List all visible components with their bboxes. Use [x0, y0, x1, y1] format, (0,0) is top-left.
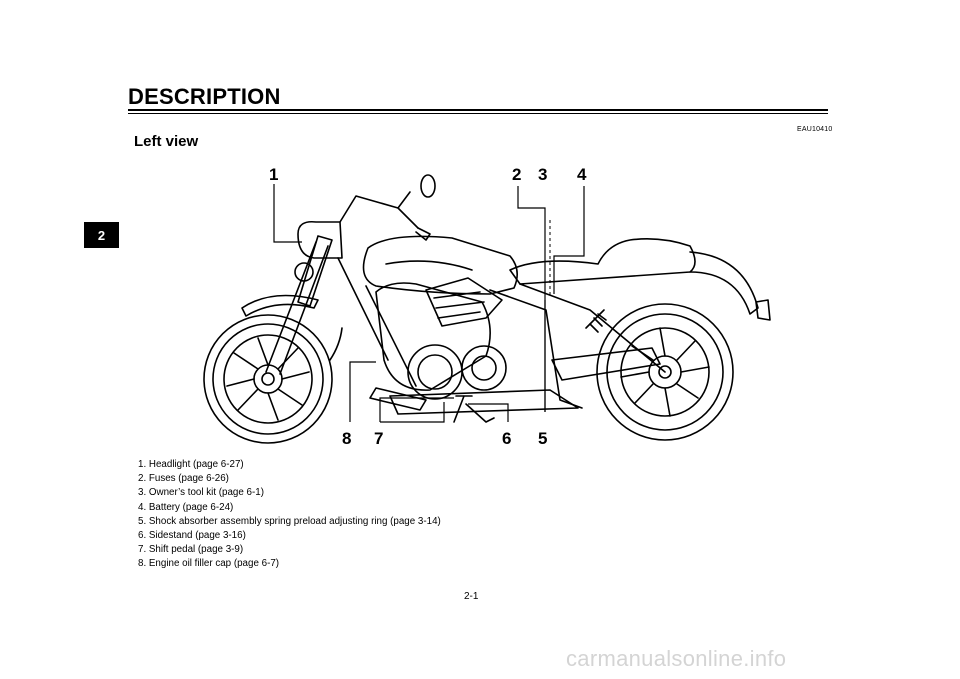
engine — [375, 277, 507, 400]
callout-6: 6 — [502, 429, 511, 448]
page-number: 2-1 — [464, 591, 479, 602]
legend-item-shock-absorber-ring: 5. Shock absorber assembly spring preloa… — [138, 515, 441, 527]
subtitle: Left view — [134, 133, 199, 150]
title-rule — [128, 109, 828, 111]
legend-item-shift-pedal: 7. Shift pedal (page 3-9) — [138, 544, 244, 556]
legend-item-sidestand: 6. Sidestand (page 3-16) — [138, 530, 246, 542]
legend-item-headlight: 1. Headlight (page 6-27) — [138, 459, 244, 470]
section-title: DESCRIPTION — [128, 84, 281, 109]
callout-leaders — [273, 184, 585, 423]
watermark: carmanualsonline.info — [566, 646, 787, 671]
reference-code: EAU10410 — [797, 126, 833, 133]
callout-2: 2 — [512, 165, 521, 184]
callout-1: 1 — [269, 165, 278, 184]
callout-8: 8 — [342, 429, 351, 448]
parts-legend: 1. Headlight (page 6-27) 2. Fuses (page … — [138, 458, 441, 572]
legend-item-owners-tool-kit: 3. Owner’s tool kit (page 6-1) — [138, 487, 264, 499]
chapter-tab-number: 2 — [97, 227, 106, 243]
legend-item-battery: 4. Battery (page 6-24) — [138, 501, 234, 513]
callout-4: 4 — [577, 165, 587, 184]
legend-item-fuses: 2. Fuses (page 6-26) — [138, 473, 229, 485]
callout-5: 5 — [538, 429, 547, 448]
title-rule-thin — [128, 113, 828, 114]
chapter-tab[interactable]: 2 — [84, 222, 119, 248]
motorcycle-left-side-illustration: 1 2 3 4 5 6 7 8 — [203, 165, 771, 448]
callout-7: 7 — [374, 429, 383, 448]
legend-item-oil-filler-cap: 8. Engine oil filler cap (page 6-7) — [138, 558, 280, 570]
front-wheel — [203, 314, 333, 444]
callout-3: 3 — [538, 165, 547, 184]
